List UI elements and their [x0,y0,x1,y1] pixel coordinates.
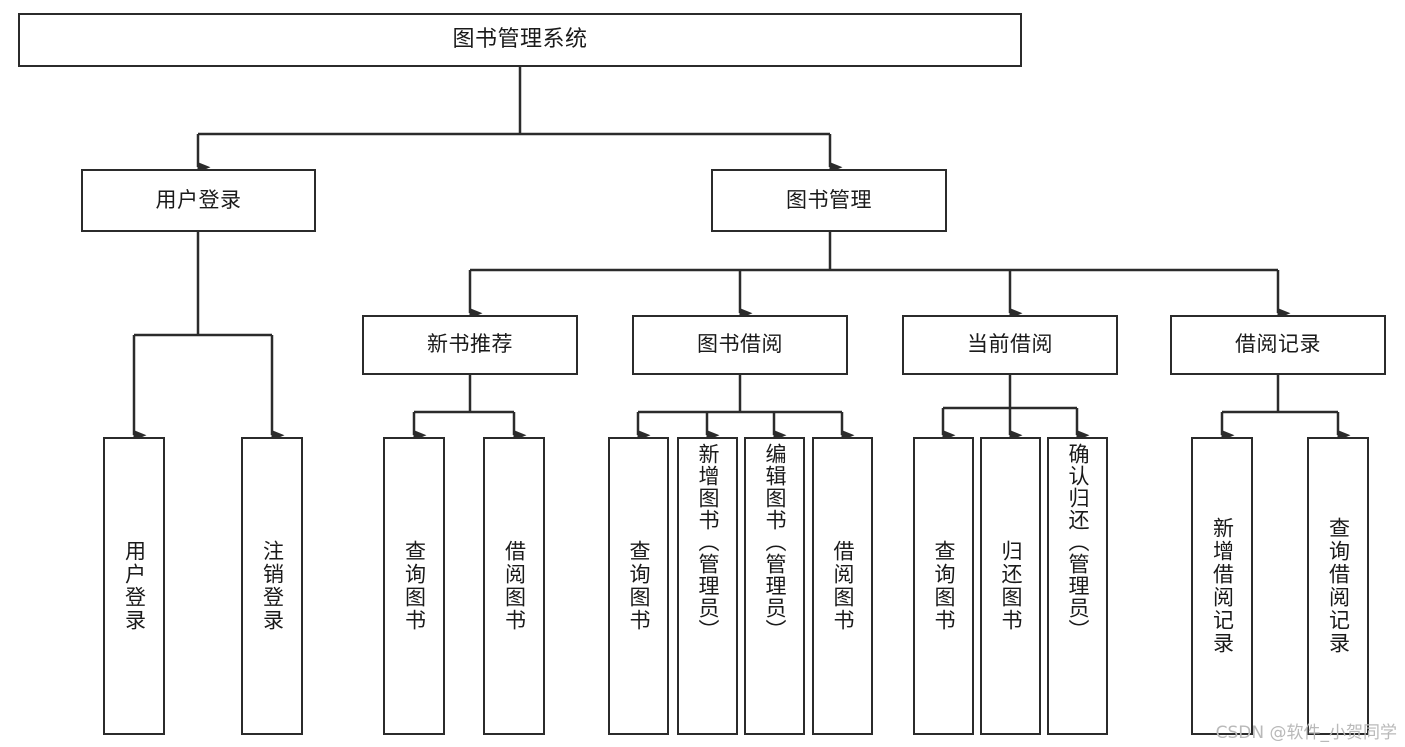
node-label: 确认归还（管理员） [1066,443,1090,641]
node-label: 注销登录 [260,540,285,632]
node-label: 新书推荐 [427,332,513,357]
node-leaf-confirm-return[interactable]: 确认归还（管理员） [1047,437,1108,735]
node-leaf-user-login[interactable]: 用户登录 [103,437,165,735]
node-label: 当前借阅 [967,332,1053,357]
csdn-watermark: CSDN @软件_小贺同学 [1215,723,1397,743]
node-leaf-borrow-book-2[interactable]: 借阅图书 [812,437,873,735]
node-label: 用户登录 [155,187,242,212]
node-book-borrow[interactable]: 图书借阅 [632,315,848,375]
node-leaf-add-book[interactable]: 新增图书（管理员） [677,437,738,735]
node-new-book-recommend[interactable]: 新书推荐 [362,315,578,375]
node-book-manage[interactable]: 图书管理 [711,169,947,232]
node-label: 用户登录 [122,540,147,632]
node-label: 新增图书（管理员） [696,443,720,641]
node-leaf-query-book-1[interactable]: 查询图书 [383,437,445,735]
node-label: 归还图书 [999,540,1023,632]
node-label: 查询图书 [402,540,427,632]
node-leaf-add-record[interactable]: 新增借阅记录 [1191,437,1253,735]
node-label: 图书借阅 [697,332,783,357]
node-label: 借阅记录 [1235,332,1321,357]
node-root-system[interactable]: 图书管理系统 [18,13,1022,67]
node-label: 新增借阅记录 [1210,517,1235,655]
node-label: 查询借阅记录 [1326,517,1351,655]
node-leaf-query-record[interactable]: 查询借阅记录 [1307,437,1369,735]
node-leaf-query-book-3[interactable]: 查询图书 [913,437,974,735]
node-label: 借阅图书 [831,540,855,632]
node-leaf-edit-book[interactable]: 编辑图书（管理员） [744,437,805,735]
node-leaf-borrow-book-1[interactable]: 借阅图书 [483,437,545,735]
node-user-login[interactable]: 用户登录 [81,169,316,232]
node-current-borrow[interactable]: 当前借阅 [902,315,1118,375]
node-leaf-user-logout[interactable]: 注销登录 [241,437,303,735]
node-label: 编辑图书（管理员） [763,443,787,641]
node-label: 查询图书 [932,540,956,632]
node-label: 图书管理 [786,187,872,212]
node-leaf-query-book-2[interactable]: 查询图书 [608,437,669,735]
node-label: 图书管理系统 [452,26,588,52]
node-borrow-record[interactable]: 借阅记录 [1170,315,1386,375]
node-leaf-return-book[interactable]: 归还图书 [980,437,1041,735]
node-label: 查询图书 [627,540,651,632]
node-label: 借阅图书 [502,540,527,632]
